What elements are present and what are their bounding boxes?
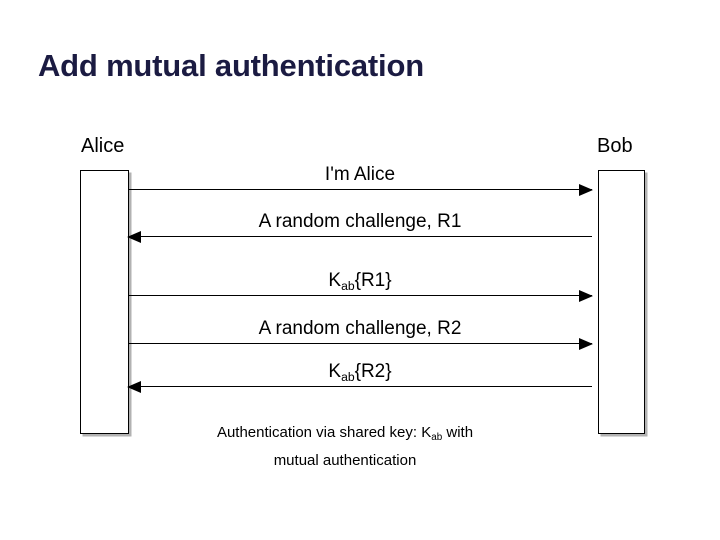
message-2-label: A random challenge, R1 <box>128 212 592 232</box>
message-3-label-subscript: ab <box>341 278 355 293</box>
actor-label-bob: Bob <box>597 135 633 157</box>
message-5-label-payload: {R2} <box>354 361 392 383</box>
message-1-line <box>128 183 593 196</box>
arrow-left-icon <box>127 380 141 393</box>
message-3-label-payload: {R1} <box>354 270 392 292</box>
caption-line-2: mutual authentication <box>273 452 417 469</box>
caption-line-1-tail: with <box>442 424 474 441</box>
arrow-left-icon <box>127 230 141 243</box>
caption-line-1: Authentication via shared key: Kab with <box>105 420 585 448</box>
message-5-label-key: K <box>328 361 342 383</box>
message-5-label-subscript: ab <box>341 369 355 384</box>
message-5-label: Kab{R2} <box>128 361 592 384</box>
arrow-right-icon <box>579 183 593 196</box>
message-3-label: Kab{R1} <box>128 270 592 293</box>
message-5-line <box>127 380 592 393</box>
message-1-label-text: I'm Alice <box>324 164 396 186</box>
message-2-label-text: A random challenge, R1 <box>258 211 462 233</box>
caption-line-1-base: Authentication via shared key: K <box>216 424 432 441</box>
actor-lifeline-bob <box>598 170 645 434</box>
arrow-right-icon <box>579 337 593 350</box>
arrow-right-icon <box>579 289 593 302</box>
message-1-label: I'm Alice <box>128 165 592 185</box>
message-4-label-text: A random challenge, R2 <box>258 318 462 340</box>
page-title: Add mutual authentication <box>38 48 424 83</box>
diagram-caption: Authentication via shared key: Kab with … <box>105 420 585 474</box>
actor-lifeline-alice <box>80 170 129 434</box>
message-3-line <box>128 289 593 302</box>
message-2-line <box>127 230 592 243</box>
caption-line-1-subscript: ab <box>431 432 443 444</box>
message-4-label: A random challenge, R2 <box>128 319 592 339</box>
actor-label-alice: Alice <box>81 135 125 157</box>
message-3-label-key: K <box>328 270 342 292</box>
message-4-line <box>128 337 593 350</box>
